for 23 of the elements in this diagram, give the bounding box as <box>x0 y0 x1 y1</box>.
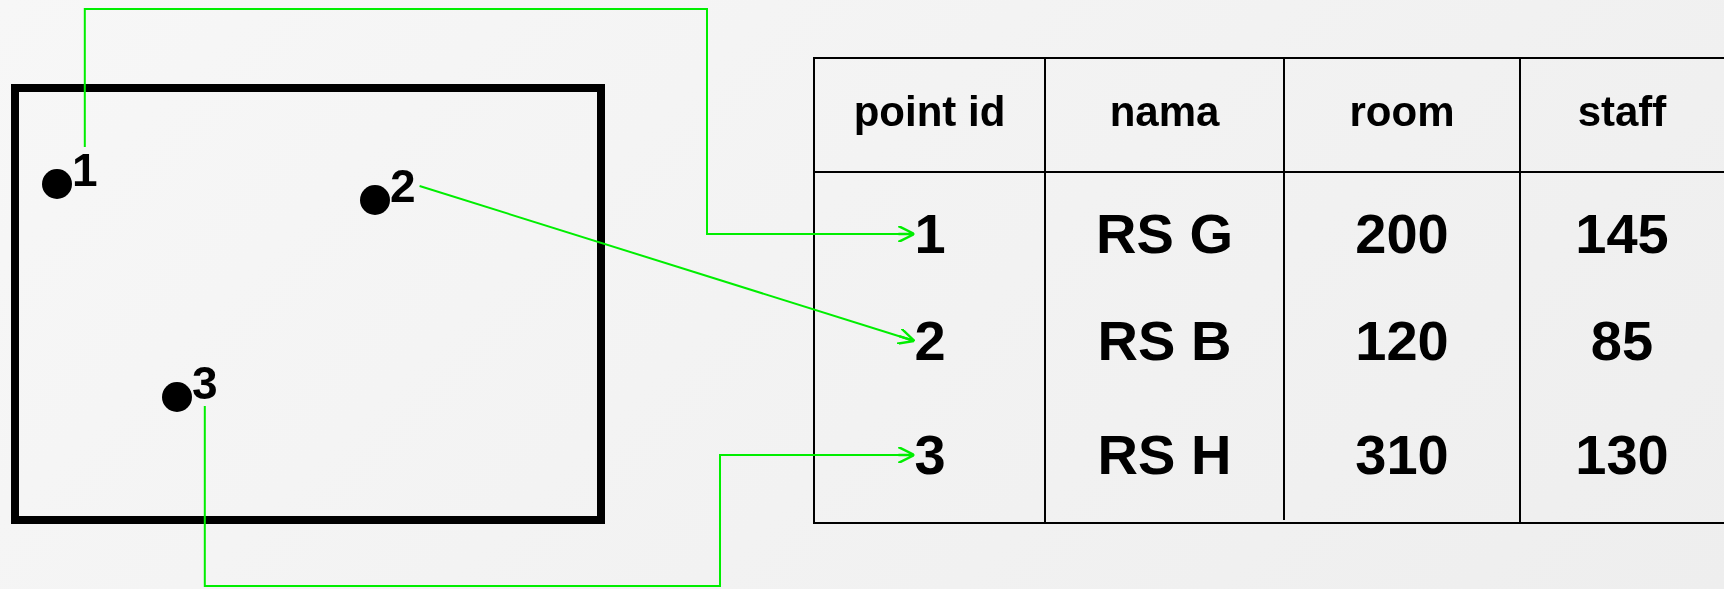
column-header: room <box>1349 89 1455 135</box>
point-id-cell: 1 <box>914 204 946 264</box>
leader-arrow <box>203 405 916 587</box>
map-frame <box>11 84 605 524</box>
table-value: RS G <box>1096 204 1233 264</box>
table-value: 200 <box>1355 204 1449 264</box>
point-id-cell: 2 <box>914 311 946 371</box>
leader-arrow <box>418 185 916 346</box>
table-value: RS B <box>1097 311 1232 371</box>
point-label: 1 <box>72 147 98 193</box>
column-header: point id <box>853 89 1006 135</box>
column-header: staff <box>1577 89 1667 135</box>
leader-arrow <box>83 8 916 244</box>
point-id-cell: 3 <box>914 425 946 485</box>
table-value: 145 <box>1575 204 1669 264</box>
table-value: 120 <box>1355 311 1449 371</box>
point-label: 2 <box>390 163 416 209</box>
table-value: 85 <box>1590 311 1654 371</box>
column-header: nama <box>1109 89 1220 135</box>
table-value: RS H <box>1097 425 1232 485</box>
point-label: 3 <box>192 360 218 406</box>
table-value: 310 <box>1355 425 1449 485</box>
table-value: 130 <box>1575 425 1669 485</box>
